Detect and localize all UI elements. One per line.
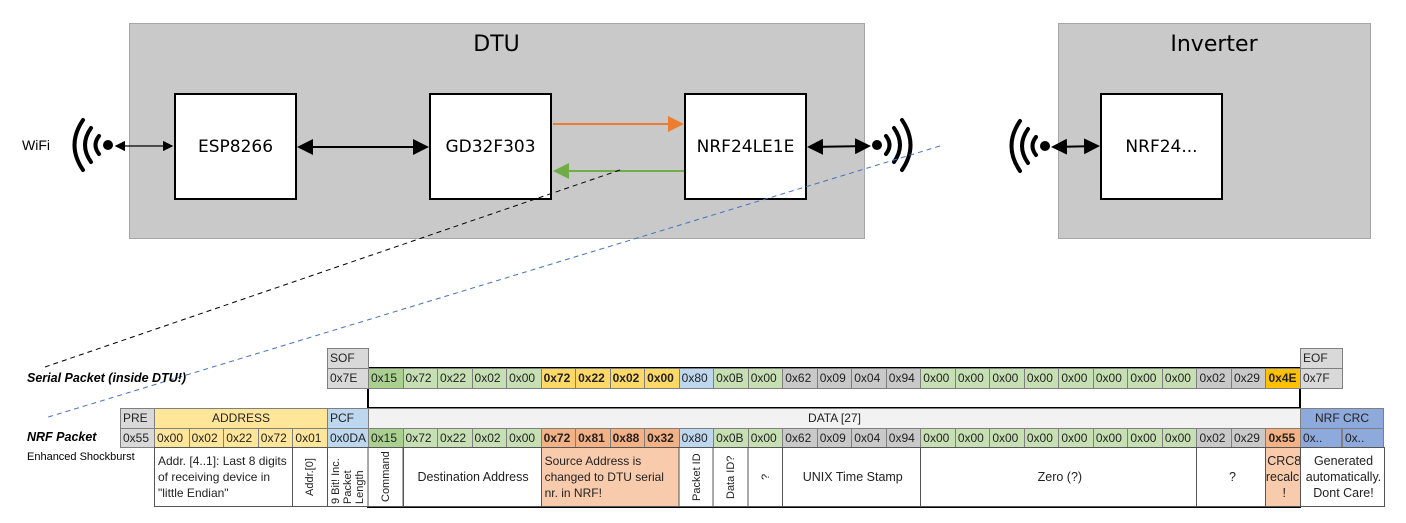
serial-byte-cell: 0x00 bbox=[1092, 368, 1129, 389]
eof-header: EOF bbox=[1300, 348, 1343, 369]
wifi-label: WiFi bbox=[22, 137, 50, 153]
serial-byte-cell: 0x15 bbox=[368, 368, 404, 389]
inverter-title: Inverter bbox=[1170, 32, 1258, 57]
nrf-byte-cell: 0x00 bbox=[920, 428, 956, 448]
nrf-byte-cell: 0x00 bbox=[506, 428, 542, 448]
pre-header: PRE bbox=[120, 408, 155, 429]
address-byte-cell: 0x00 bbox=[154, 428, 190, 448]
sof-header: SOF bbox=[327, 348, 369, 369]
nrf-byte-cell: 0x29 bbox=[1230, 428, 1267, 448]
nrf-crc-byte-cell: 0x.. bbox=[1300, 428, 1342, 448]
nrf-byte-cell: 0x22 bbox=[437, 428, 473, 448]
nrf-packet-label: NRF Packet bbox=[27, 430, 97, 444]
dtu-title: DTU bbox=[473, 32, 520, 57]
eof-value: 0x7F bbox=[1300, 368, 1343, 389]
nrf-byte-cell: 0x55 bbox=[1265, 428, 1301, 448]
nrf-byte-cell: 0x02 bbox=[471, 428, 508, 448]
serial-byte-cell: 0x80 bbox=[678, 368, 715, 389]
serial-byte-cell: 0x00 bbox=[1161, 368, 1198, 389]
nrf-byte-cell: 0x00 bbox=[989, 428, 1025, 448]
nrf-byte-cell: 0x00 bbox=[747, 428, 784, 448]
nrf-byte-cell: 0x80 bbox=[678, 428, 715, 448]
serial-byte-cell: 0x00 bbox=[1058, 368, 1094, 389]
zero-desc: Zero (?) bbox=[920, 447, 1198, 507]
nrf-crc-byte-cell: 0x.. bbox=[1342, 428, 1384, 448]
serial-byte-cell: 0x04 bbox=[851, 368, 887, 389]
serial-byte-cell: 0x0B bbox=[713, 368, 749, 389]
serial-byte-cell: 0x72 bbox=[540, 368, 577, 389]
serial-byte-cell: 0x00 bbox=[747, 368, 784, 389]
nrf-byte-cell: 0x04 bbox=[851, 428, 887, 448]
serial-packet-label: Serial Packet (inside DTU!) bbox=[27, 371, 187, 385]
nrf-byte-cell: 0x00 bbox=[1023, 428, 1060, 448]
gd32f303-chip: GD32F303 bbox=[429, 93, 552, 200]
unknown2-desc: ? bbox=[1196, 447, 1267, 507]
nrf-byte-cell: 0x00 bbox=[1092, 428, 1129, 448]
data-id-desc: Data ID? bbox=[713, 447, 749, 507]
destination-desc: Destination Address bbox=[402, 447, 542, 507]
packet-id-desc: Packet ID bbox=[678, 447, 715, 507]
serial-byte-cell: 0x94 bbox=[885, 368, 922, 389]
nrf-byte-cell: 0x72 bbox=[540, 428, 577, 448]
serial-byte-cell: 0x02 bbox=[609, 368, 646, 389]
serial-byte-cell: 0x00 bbox=[989, 368, 1025, 389]
nrf-byte-cell: 0x09 bbox=[816, 428, 853, 448]
pcf-value: 0x0DA bbox=[327, 428, 369, 448]
address-byte-cell: 0x01 bbox=[292, 428, 328, 448]
pcf-desc: 9 Bit! Inc. Packet Length bbox=[327, 447, 369, 507]
serial-byte-cell: 0x00 bbox=[644, 368, 680, 389]
serial-byte-cell: 0x22 bbox=[575, 368, 611, 389]
enhanced-shockburst-label: Enhanced Shockburst bbox=[27, 451, 135, 463]
source-desc: Source Address is changed to DTU serial … bbox=[540, 447, 680, 507]
address-byte-cell: 0x72 bbox=[257, 428, 294, 448]
nrf-crc-desc: Generated automatically. Dont Care! bbox=[1300, 447, 1385, 507]
nrf-byte-cell: 0x32 bbox=[644, 428, 680, 448]
nrf-byte-cell: 0x62 bbox=[782, 428, 818, 448]
data-header: DATA [27] bbox=[368, 408, 1301, 429]
timestamp-desc: UNIX Time Stamp bbox=[782, 447, 922, 507]
command-desc: Command bbox=[368, 447, 404, 507]
address-byte-cell: 0x02 bbox=[188, 428, 225, 448]
nrf-byte-cell: 0x88 bbox=[609, 428, 646, 448]
serial-byte-cell: 0x00 bbox=[954, 368, 991, 389]
serial-byte-cell: 0x00 bbox=[1023, 368, 1060, 389]
nrf-byte-cell: 0x0B bbox=[713, 428, 749, 448]
nrf-byte-cell: 0x94 bbox=[885, 428, 922, 448]
nrf-byte-cell: 0x81 bbox=[575, 428, 611, 448]
nrf-byte-cell: 0x15 bbox=[368, 428, 404, 448]
serial-byte-cell: 0x09 bbox=[816, 368, 853, 389]
address-header: ADDRESS bbox=[154, 408, 328, 429]
serial-byte-cell: 0x72 bbox=[402, 368, 439, 389]
addr-41-desc: Addr. [4..1]: Last 8 digits of receiving… bbox=[154, 447, 293, 507]
nrf-byte-cell: 0x00 bbox=[1161, 428, 1198, 448]
serial-byte-cell: 0x00 bbox=[920, 368, 956, 389]
nrf-byte-cell: 0x00 bbox=[1058, 428, 1094, 448]
serial-byte-cell: 0x00 bbox=[506, 368, 542, 389]
nrf24le1e-chip: NRF24LE1E bbox=[684, 93, 807, 200]
nrf-byte-cell: 0x00 bbox=[1127, 428, 1163, 448]
serial-byte-cell: 0x00 bbox=[1127, 368, 1163, 389]
esp8266-chip: ESP8266 bbox=[174, 93, 297, 200]
serial-byte-cell: 0x02 bbox=[471, 368, 508, 389]
serial-byte-cell: 0x02 bbox=[1196, 368, 1232, 389]
serial-byte-cell: 0x29 bbox=[1230, 368, 1267, 389]
serial-byte-cell: 0x62 bbox=[782, 368, 818, 389]
unknown1-desc: ? bbox=[747, 447, 784, 507]
inverter-nrf24-chip: NRF24... bbox=[1100, 93, 1223, 200]
serial-byte-cell: 0x4E bbox=[1265, 368, 1301, 389]
nrf-byte-cell: 0x00 bbox=[954, 428, 991, 448]
nrf-byte-cell: 0x02 bbox=[1196, 428, 1232, 448]
serial-byte-cell: 0x22 bbox=[437, 368, 473, 389]
address-byte-cell: 0x22 bbox=[223, 428, 259, 448]
nrf-crc-header: NRF CRC bbox=[1300, 408, 1384, 429]
crc8-desc: CRC8 recalc. ! bbox=[1265, 447, 1301, 507]
pcf-header: PCF bbox=[327, 408, 369, 429]
nrf-byte-cell: 0x72 bbox=[402, 428, 439, 448]
addr-0-desc: Addr.[0] bbox=[292, 447, 328, 507]
pre-value: 0x55 bbox=[120, 428, 155, 448]
sof-value: 0x7E bbox=[327, 368, 369, 389]
